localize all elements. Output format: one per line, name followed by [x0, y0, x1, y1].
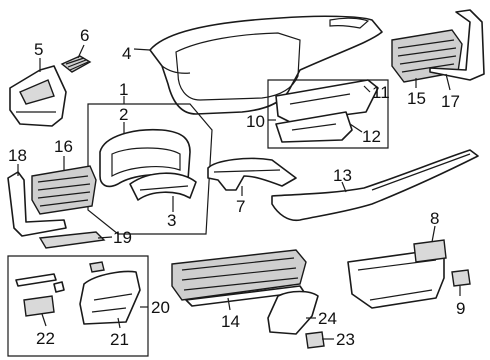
callout-22: 22: [36, 329, 55, 348]
small-clip-part: [451, 269, 471, 287]
callout-10: 10: [246, 112, 265, 131]
callout-3: 3: [167, 211, 176, 230]
cluster-trim-part: [207, 157, 297, 191]
lower-panel-part: [267, 290, 319, 335]
leader-lines: [17, 44, 461, 340]
clip-part: [305, 331, 325, 349]
beam-bracket-part: [267, 79, 389, 149]
small-trim-part: [38, 231, 106, 249]
callout-16: 16: [54, 137, 73, 156]
left-vent-part: [31, 165, 97, 215]
callout-14: 14: [221, 312, 240, 331]
callout-labels: 4 5 6 1 2 3 7 10 11 12 13 15 17 16 18 19…: [8, 26, 465, 349]
callout-18: 18: [8, 146, 27, 165]
callout-7: 7: [236, 197, 245, 216]
callout-15: 15: [407, 89, 426, 108]
left-duct-part: [7, 171, 67, 237]
switch-panel-part: [347, 239, 447, 309]
callout-12: 12: [362, 127, 381, 146]
callout-11: 11: [372, 83, 390, 102]
callout-23: 23: [336, 330, 355, 349]
center-console-part: [171, 249, 307, 307]
callout-21: 21: [110, 330, 129, 349]
small-grille-part: [60, 55, 92, 73]
right-duct-part: [429, 9, 485, 81]
callout-20: 20: [151, 298, 170, 317]
callout-5: 5: [34, 40, 43, 59]
cluster-group: [87, 103, 213, 235]
left-bracket-part: [9, 65, 67, 127]
callout-19: 19: [113, 228, 132, 247]
callout-6: 6: [80, 26, 89, 45]
callout-8: 8: [430, 209, 439, 228]
lower-trim-part: [271, 149, 479, 222]
callout-1: 1: [119, 80, 128, 99]
callout-2: 2: [119, 105, 128, 124]
callout-13: 13: [333, 166, 352, 185]
lower-kit-group: [7, 255, 149, 357]
instrument-panel-part: [149, 15, 383, 115]
callout-4: 4: [122, 44, 131, 63]
callout-9: 9: [456, 299, 465, 318]
callout-24: 24: [318, 309, 337, 328]
callout-17: 17: [441, 92, 460, 111]
